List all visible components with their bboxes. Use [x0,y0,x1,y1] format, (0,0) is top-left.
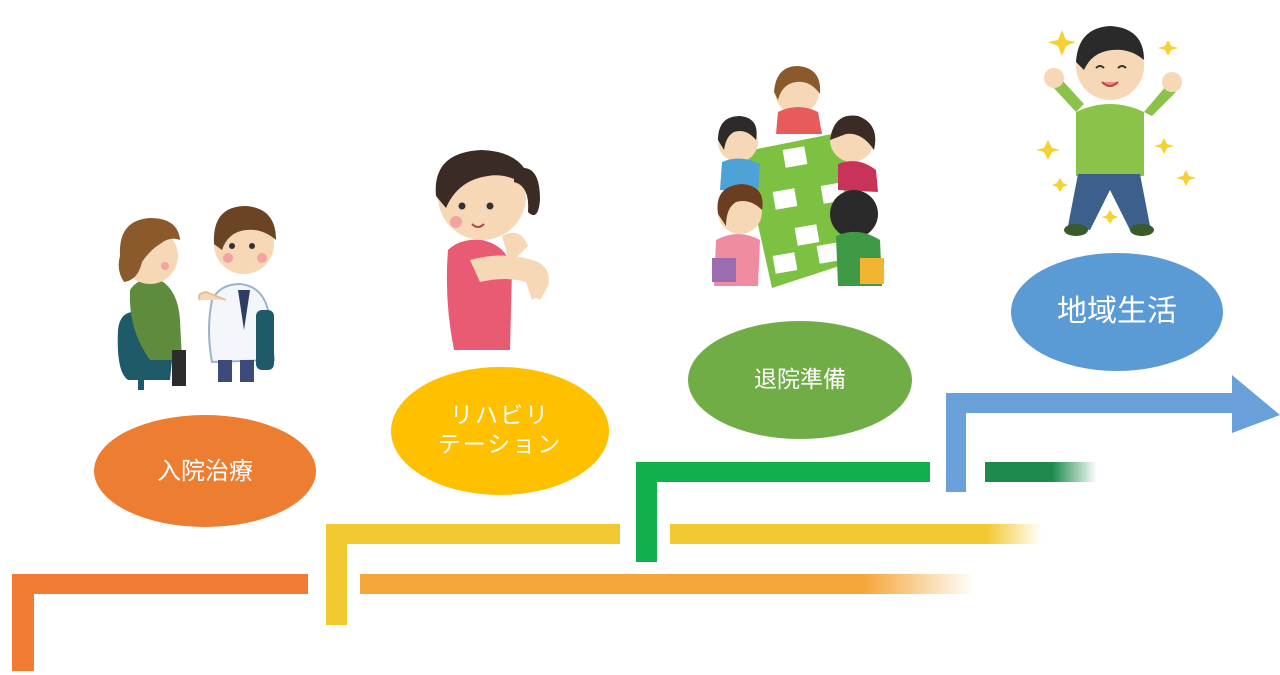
stage-label-text: リハビリ テーション [437,403,563,458]
stage-label-text: 退院準備 [754,366,846,393]
stage-label-text: 地域生活 [1057,294,1177,330]
step-1-line [12,574,308,671]
doctor-consultation-illustration [117,206,276,390]
step-2-line [326,524,975,625]
stretching-woman-illustration [435,150,549,350]
stage-label-text: 入院治療 [157,457,253,485]
step-4-arrow [946,375,1280,492]
team-meeting-illustration [712,66,884,288]
happy-man-illustration [1036,26,1196,236]
stage-label-rehabilitation: リハビリ テーション [391,367,609,495]
stage-label-discharge-preparation: 退院準備 [688,321,912,439]
step-3-tail [985,462,1097,482]
step-1-tail [360,574,975,594]
stage-label-community-life: 地域生活 [1011,253,1223,371]
step-2-tail [670,524,1042,544]
stage-label-hospital-treatment: 入院治療 [94,415,316,527]
step-3-line [636,462,1042,562]
